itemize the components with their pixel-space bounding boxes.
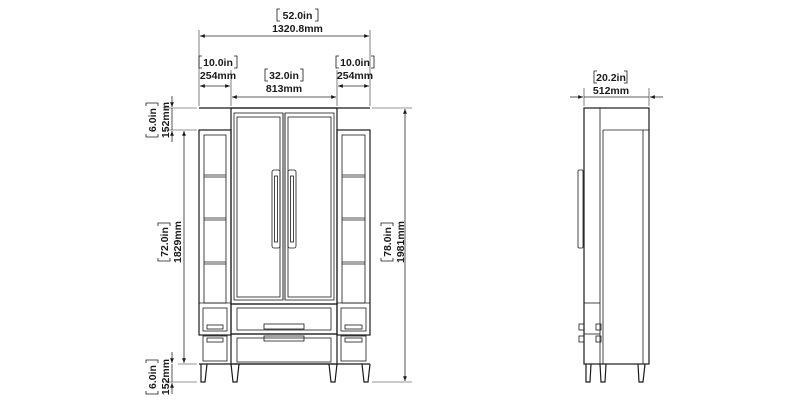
- base-height-mm: 152mm: [160, 359, 172, 395]
- depth-in: 20.2in: [596, 72, 626, 84]
- overall-height-mm: 1981mm: [395, 221, 407, 263]
- left-door-handle: [271, 169, 281, 249]
- center-glass-doors: [230, 107, 338, 305]
- depth-mm: 512mm: [593, 85, 629, 97]
- dimension-depth: 20.2in 512mm: [570, 70, 663, 106]
- dimension-body-height: 72.0in 1829mm: [157, 131, 197, 365]
- left-side-cabinet: [198, 129, 232, 362]
- drawer-pull: [263, 335, 305, 342]
- front-view: [198, 107, 371, 383]
- overall-width-mm: 1320.8mm: [272, 23, 323, 35]
- dimension-overall-height: 78.0in 1981mm: [372, 107, 412, 383]
- dimension-base-height: 6.0in 152mm: [145, 352, 197, 395]
- dimension-top-offset: 6.0in 152mm: [145, 96, 197, 142]
- center-drawers: [230, 303, 338, 365]
- base-legs: [199, 363, 371, 383]
- dimension-left-cabinet-width: 10.0in 254mm: [198, 55, 238, 106]
- dimension-right-cabinet-width: 10.0in 254mm: [335, 55, 375, 88]
- dimension-center-width: 32.0in 813mm: [232, 68, 338, 106]
- body-height-mm: 1829mm: [172, 221, 184, 263]
- overall-width-in: 52.0in: [283, 10, 313, 22]
- base-height-in: 6.0in: [147, 365, 159, 389]
- dimension-overall-width: 52.0in 1320.8mm: [198, 8, 371, 106]
- right-side-cabinet: [336, 129, 371, 362]
- overall-height-in: 78.0in: [382, 227, 394, 257]
- center-width-in: 32.0in: [269, 70, 299, 82]
- top-offset-in: 6.0in: [147, 108, 159, 132]
- drawer-pull: [263, 323, 305, 330]
- body-height-in: 72.0in: [159, 227, 171, 257]
- left-cabinet-width-mm: 254mm: [200, 70, 236, 82]
- center-width-mm: 813mm: [266, 83, 302, 95]
- right-cabinet-width-in: 10.0in: [340, 57, 370, 69]
- left-cabinet-width-in: 10.0in: [203, 57, 233, 69]
- side-handle: [577, 169, 584, 249]
- side-view: [577, 107, 650, 383]
- top-offset-mm: 152mm: [160, 102, 172, 138]
- right-cabinet-width-mm: 254mm: [337, 70, 373, 82]
- right-door-handle: [287, 169, 297, 249]
